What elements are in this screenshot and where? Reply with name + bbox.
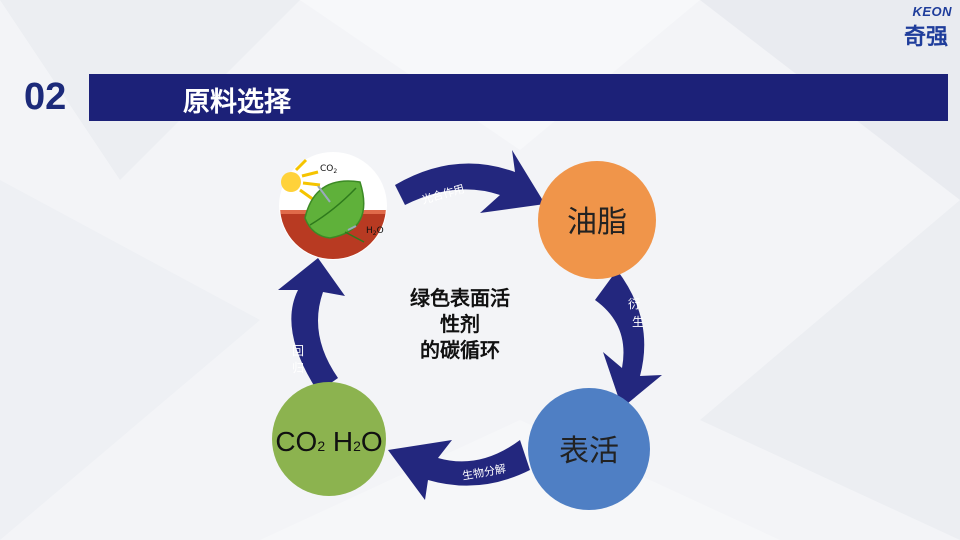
svg-text:H2O: H2O <box>366 226 384 237</box>
node-co2-h2o <box>272 382 386 496</box>
node-oil-label: 油脂 <box>567 205 627 240</box>
sun-icon <box>281 158 321 202</box>
brand-logo-cn: 奇强 <box>903 25 948 50</box>
arrow-photosynthesis <box>395 150 545 213</box>
section-number: 02 <box>24 76 67 118</box>
center-caption-line2: 性剂 <box>440 312 480 336</box>
arrow-derive <box>595 270 662 408</box>
title-bar <box>89 74 948 121</box>
label-derive-1: 衍 <box>628 297 640 311</box>
label-derive-2: 生 <box>632 315 644 329</box>
node-h2o-o: O <box>361 426 383 457</box>
brand-logo-en: KEON <box>912 4 952 19</box>
label-return-2: 归 <box>292 361 304 375</box>
node-h2o-h: H <box>325 426 353 457</box>
svg-text:CO2 H2O: CO2 H2O <box>275 426 382 457</box>
node-h2o-subscript: 2 <box>353 438 361 454</box>
leaf-h2o-subscript: 2 <box>373 230 377 237</box>
node-surfactant <box>528 388 650 510</box>
arrow-biodegradation <box>388 440 530 500</box>
label-return-1: 回 <box>292 344 304 358</box>
section-title: 原料选择 <box>183 87 291 118</box>
leaf-h2o-label-o: O <box>377 226 384 236</box>
leaf-co2-subscript: 2 <box>333 168 337 175</box>
center-caption: 绿色表面活 性剂 的碳循环 <box>380 285 540 363</box>
center-caption-line1: 绿色表面活 <box>410 286 510 310</box>
node-co2-subscript: 2 <box>317 438 325 454</box>
center-caption-line3: 的碳循环 <box>420 338 500 362</box>
svg-text:CO2: CO2 <box>320 164 337 175</box>
leaf-co2-label: CO <box>320 164 333 174</box>
brand-logo: KEON 奇强 <box>894 4 954 54</box>
node-oil <box>538 161 656 279</box>
node-co2-c: CO <box>275 426 317 457</box>
node-surfactant-label: 表活 <box>559 434 619 469</box>
leaf-h2o-label-h: H <box>366 226 373 236</box>
arrow-return <box>278 258 345 392</box>
leaf-illustration: CO2 H2O <box>279 152 387 260</box>
